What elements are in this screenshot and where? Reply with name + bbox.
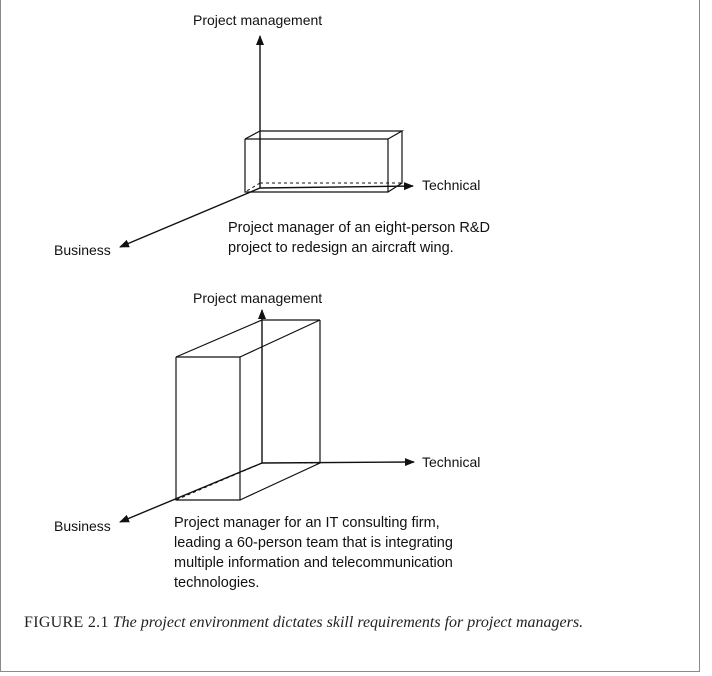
diagram-2-description-line-4: technologies. <box>174 575 259 591</box>
diagram-1-horizontal-axis <box>259 182 414 191</box>
diagram-2-diagonal-axis <box>119 462 263 523</box>
diagram-1: Project management Technical Business Pr… <box>54 12 490 258</box>
diagram-2-diagonal-label: Business <box>54 518 111 534</box>
diagram-1-horizontal-label: Technical <box>422 177 480 193</box>
diagram-2: Project management Technical Business Pr… <box>54 290 480 591</box>
diagram-2-vertical-label: Project management <box>193 290 322 306</box>
diagram-1-diagonal-label: Business <box>54 242 111 258</box>
diagram-2-horizontal-label: Technical <box>422 454 480 470</box>
diagram-2-box <box>175 319 321 501</box>
diagram-1-diagonal-axis <box>119 187 261 248</box>
diagram-2-description-line-3: multiple information and telecommunicati… <box>174 555 453 571</box>
diagram-2-description-line-1: Project manager for an IT consulting fir… <box>174 515 440 531</box>
diagram-2-description-line-2: leading a 60-person team that is integra… <box>174 535 453 551</box>
figure-frame <box>0 0 700 672</box>
diagram-1-description-line-1: Project manager of an eight-person R&D <box>228 220 490 236</box>
diagram-1-vertical-label: Project management <box>193 12 322 28</box>
diagram-1-description-line-2: project to redesign an aircraft wing. <box>228 240 454 256</box>
figure-caption-text: The project environment dictates skill r… <box>112 614 584 631</box>
diagram-1-box <box>244 130 405 193</box>
figure-number: FIGURE 2.1 <box>24 614 109 631</box>
figure-caption: FIGURE 2.1 The project environment dicta… <box>24 612 674 633</box>
diagram-2-horizontal-axis <box>261 458 415 467</box>
